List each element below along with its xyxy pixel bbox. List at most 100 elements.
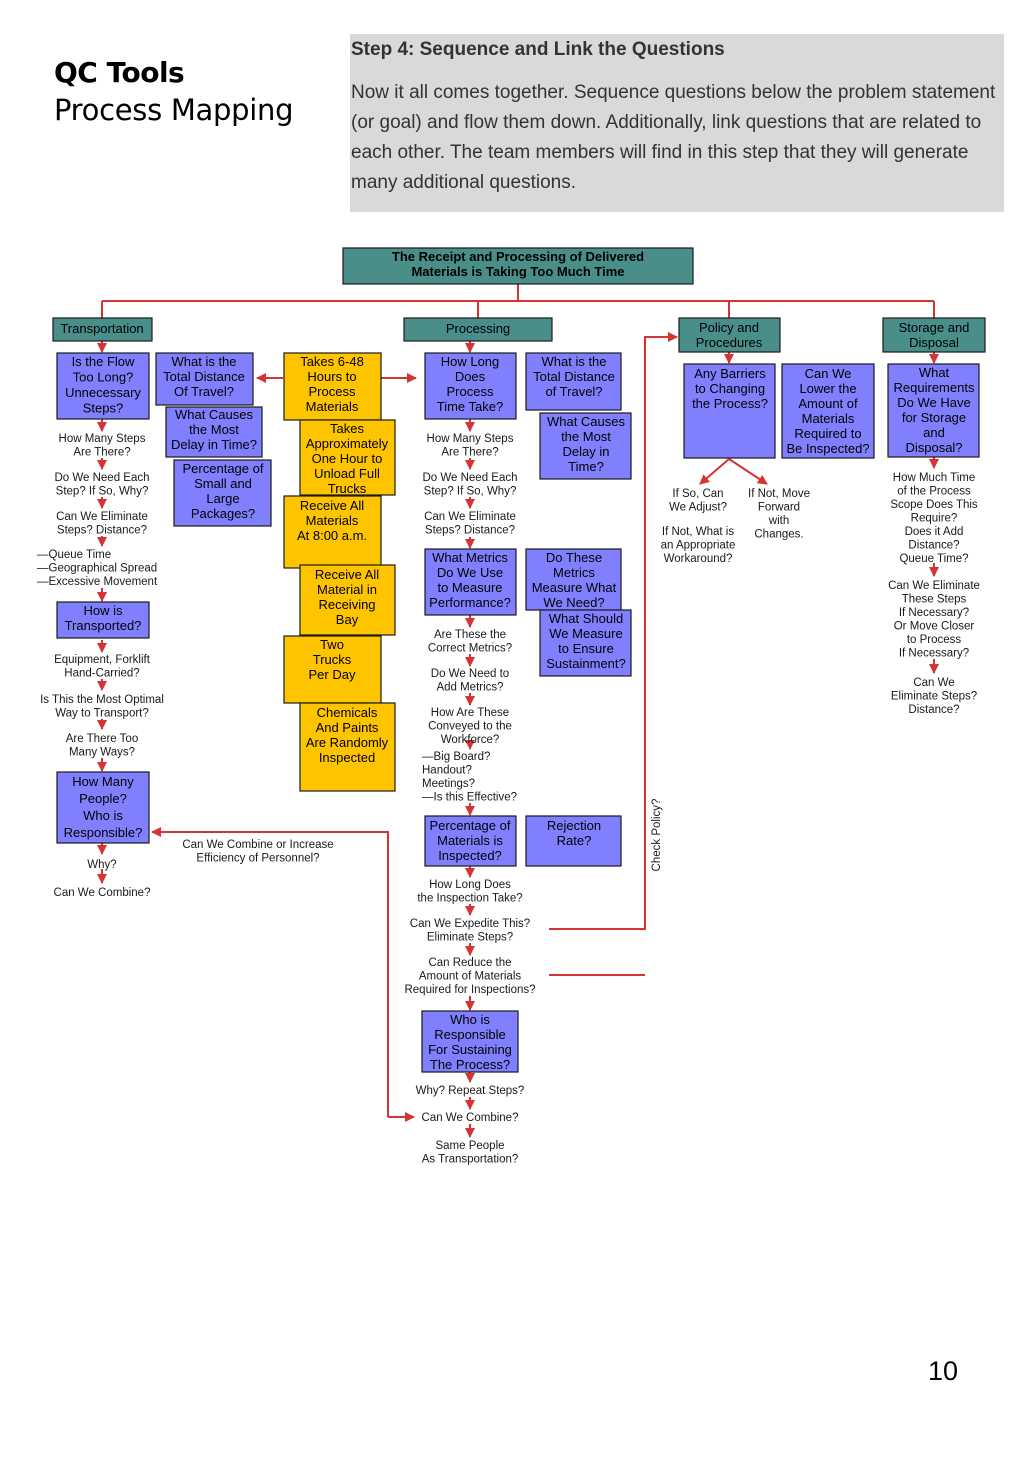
doc-title: QC Tools	[54, 56, 185, 89]
question-box-delay-processing	[539, 412, 632, 480]
question-box-how-long-process	[424, 352, 517, 420]
doc-subtitle: Process Mapping	[54, 93, 294, 127]
step-heading: Step 4: Sequence and Link the Questions	[351, 39, 725, 60]
question-box-lower-amount	[781, 363, 875, 459]
fact-box-hours-to-process	[283, 352, 382, 421]
question-box-who-sustaining	[421, 1010, 519, 1073]
question-box-distance-transport	[155, 352, 254, 406]
question-text: Can We Combine?	[422, 1112, 519, 1124]
question-box-measure-sustainment	[539, 609, 632, 677]
check-policy-label: Check Policy?	[651, 799, 663, 872]
header-left: QC Tools Process Mapping	[54, 56, 293, 130]
page-number: 10	[927, 1356, 958, 1386]
category-label: Transportation	[60, 321, 143, 336]
question-text: —Big Board?Handout?Meetings?—Is this Eff…	[422, 751, 517, 804]
step-box: Step 4: Sequence and Link the Questions …	[350, 34, 1004, 212]
category-label: Processing	[446, 321, 510, 336]
category-storage-box	[882, 317, 986, 353]
question-box-how-many-people	[56, 771, 150, 844]
question-box-metrics-measure	[525, 548, 622, 611]
question-box-distance-processing	[525, 352, 622, 411]
fact-box-receiving-bay	[299, 564, 396, 636]
fact-box-two-trucks	[283, 635, 382, 704]
connector	[151, 827, 389, 1117]
question-box-percentage-packages	[173, 459, 272, 527]
question-box-storage-requirements	[887, 363, 980, 458]
question-text: Why? Repeat Steps?	[416, 1085, 525, 1097]
connector	[728, 458, 768, 485]
question-box-percentage-inspected	[424, 815, 517, 867]
diagram-boxes	[52, 247, 986, 1073]
category-transportation-box	[52, 317, 153, 342]
problem-statement-box	[342, 247, 694, 285]
question-box-barriers	[683, 363, 776, 459]
step-body: Now it all comes together. Sequence ques…	[351, 82, 996, 193]
question-text: Can We Expedite This?Eliminate Steps?	[410, 918, 530, 944]
question-box-rejection-rate	[525, 815, 622, 867]
question-box-flow-too-long	[56, 352, 150, 420]
question-text: Can We Combine?	[54, 887, 151, 899]
connector	[699, 458, 730, 485]
question-box-metrics-use	[424, 548, 517, 616]
connector	[549, 332, 678, 930]
question-text: Why?	[87, 859, 116, 871]
question-text: —Queue Time—Geographical Spread—Excessiv…	[37, 549, 158, 588]
question-box-delay-transport	[165, 406, 263, 458]
fact-box-chemicals	[299, 702, 396, 792]
connectors	[97, 284, 939, 1138]
fact-box-unload-trucks	[299, 419, 396, 496]
question-box-how-transported	[56, 601, 150, 639]
category-processing-box	[403, 317, 553, 342]
category-policy-box	[678, 317, 781, 353]
